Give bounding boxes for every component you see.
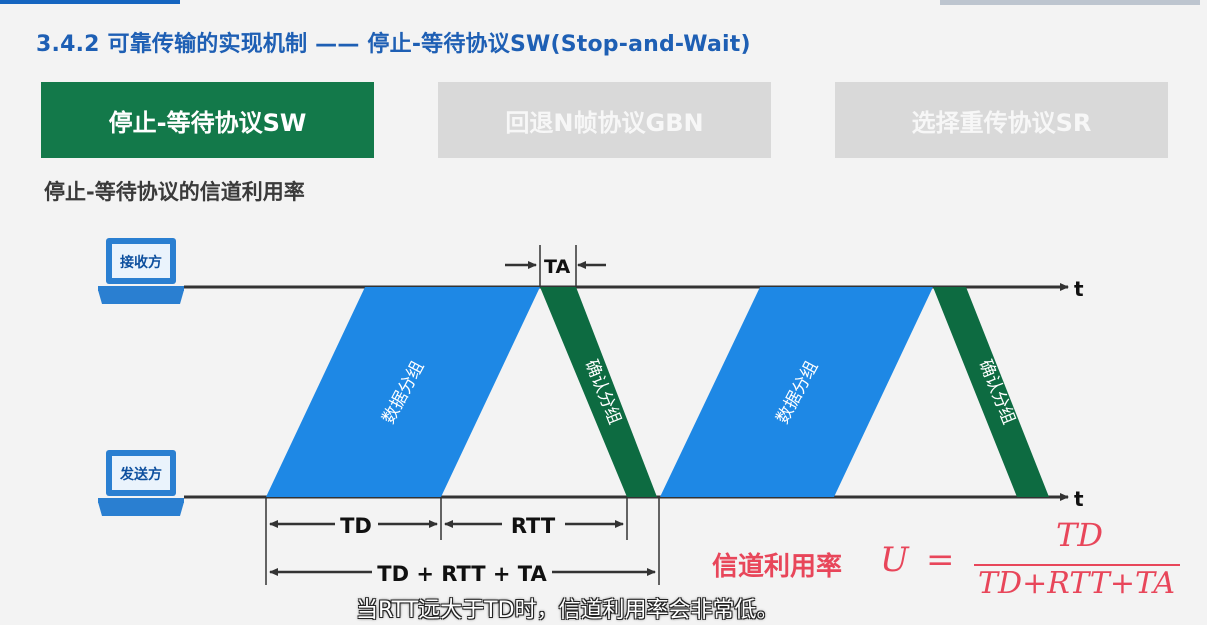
tab-selective-repeat[interactable]: 选择重传协议SR — [835, 82, 1168, 158]
top-right-fade — [940, 0, 1200, 5]
ack-packet-1 — [540, 287, 657, 497]
ta-label: TA — [544, 256, 570, 278]
tab-label: 回退N帧协议GBN — [505, 108, 704, 137]
subtitle-caption: 当RTT远大于TD时，信道利用率会非常低。 — [356, 598, 779, 623]
formula-equals: = — [926, 540, 955, 580]
tab-stop-and-wait[interactable]: 停止-等待协议SW — [41, 82, 374, 158]
receiver-computer-icon — [98, 238, 184, 304]
data-packet-1 — [266, 287, 540, 497]
formula-numerator: TD — [1056, 516, 1103, 554]
tab-go-back-n[interactable]: 回退N帧协议GBN — [438, 82, 771, 158]
top-accent-bar — [0, 0, 180, 4]
tab-label: 停止-等待协议SW — [108, 108, 307, 137]
formula-denominator: TD+RTT+TA — [978, 566, 1176, 601]
tab-label: 选择重传协议SR — [911, 108, 1092, 137]
receiver-label: 接收方 — [120, 254, 162, 271]
sender-computer-icon — [98, 450, 184, 516]
fraction-bar — [974, 564, 1180, 566]
rtt-label: RTT — [511, 514, 556, 538]
data-packet-2 — [660, 287, 933, 497]
section-subtitle: 停止-等待协议的信道利用率 — [44, 180, 305, 204]
sender-axis-t-label: t — [1074, 487, 1084, 511]
ack-packet-2 — [933, 287, 1049, 497]
sender-label: 发送方 — [119, 466, 162, 483]
top-bar — [0, 0, 1207, 6]
formula-label: 信道利用率 — [712, 552, 843, 582]
receiver-axis-t-label: t — [1074, 277, 1084, 301]
cycle-label: TD + RTT + TA — [377, 562, 547, 586]
slide-title: 3.4.2 可靠传输的实现机制 —— 停止-等待协议SW(Stop-and-Wa… — [36, 32, 751, 57]
td-label: TD — [340, 514, 372, 538]
formula-variable: U — [880, 540, 909, 580]
